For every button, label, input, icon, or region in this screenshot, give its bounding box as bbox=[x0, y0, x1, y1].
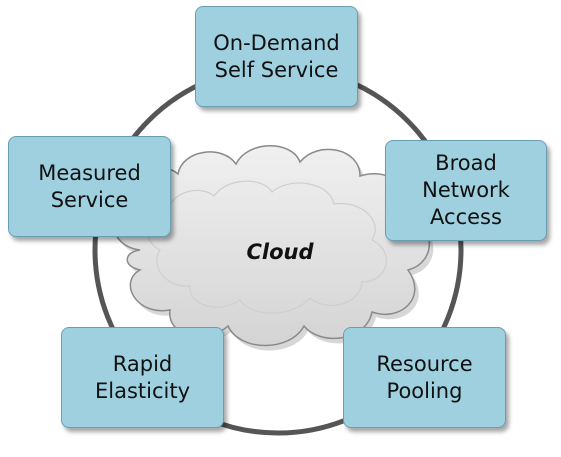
cloud-label: Cloud bbox=[246, 240, 314, 264]
node-resource-pooling: Resource Pooling bbox=[343, 327, 506, 428]
node-measured-service: Measured Service bbox=[8, 136, 171, 237]
node-broad-network-access: Broad Network Access bbox=[385, 140, 547, 241]
node-on-demand-self-service: On-Demand Self Service bbox=[195, 6, 358, 107]
cloud-shape bbox=[112, 145, 434, 351]
node-rapid-elasticity: Rapid Elasticity bbox=[61, 327, 224, 428]
